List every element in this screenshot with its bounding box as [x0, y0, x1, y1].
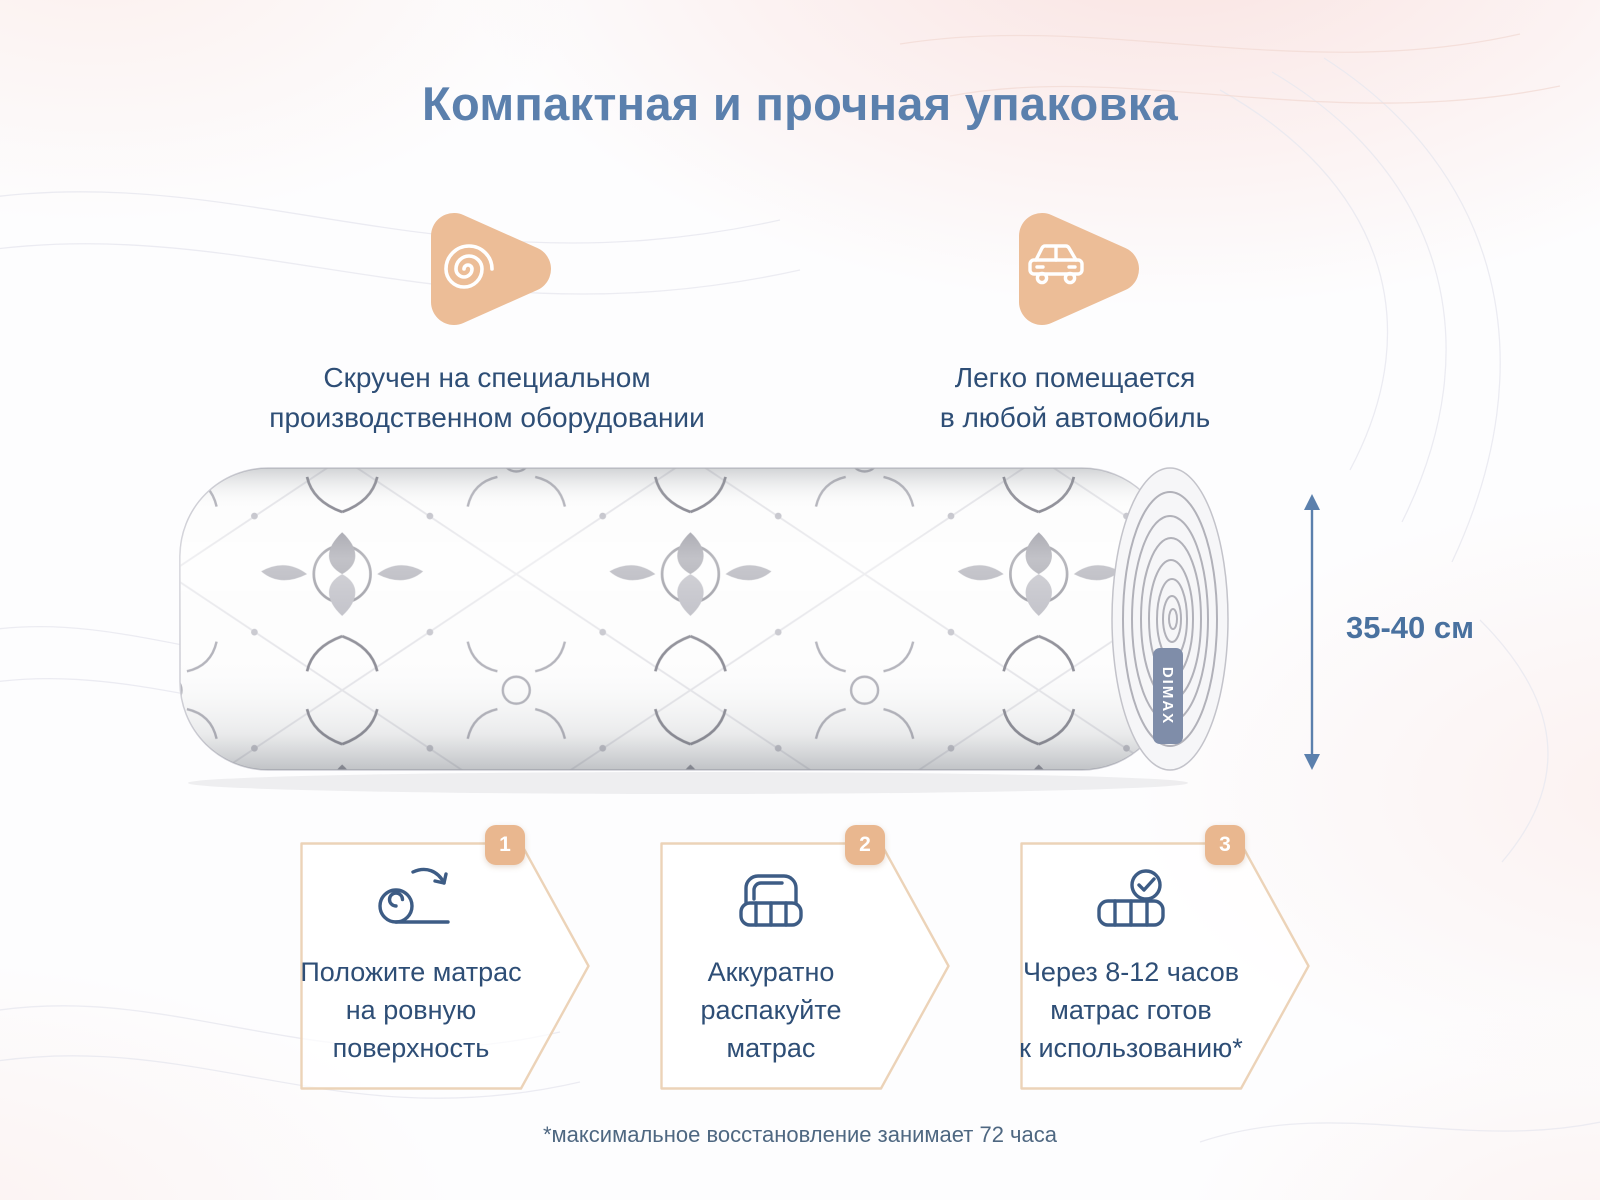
feature-text: Скручен на специальном производственном … [269, 362, 705, 433]
height-label: 35-40 см [1346, 610, 1475, 645]
step-number-badge: 1 [485, 825, 525, 865]
mattress-roll-spiral-end [1111, 467, 1229, 771]
step-chevron-outline [1020, 842, 1310, 1090]
step-2: 2 Аккуратно распакуйте матрас [660, 825, 950, 1090]
step-3: 3 Через 8-12 часов матрас готов к исполь… [1019, 825, 1310, 1090]
page-title: Компактная и прочная упаковка [421, 77, 1179, 130]
spiral-icon [431, 213, 551, 325]
feature-fits-in-car: Легко помещается в любой автомобиль [835, 194, 1315, 438]
step-text: Аккуратно распакуйте матрас [700, 957, 842, 1063]
car-icon [1019, 213, 1139, 325]
unpack-mattress-icon [739, 874, 803, 927]
step-chevron-outline [660, 842, 950, 1090]
step-1: 1 Положите матрас на ровную поверхность [300, 825, 590, 1090]
mattress-ready-icon [1097, 869, 1165, 927]
height-measurement: 35-40 см [1288, 492, 1518, 772]
mattress-roll-body [179, 467, 1171, 771]
unpacking-steps: 1 Положите матрас на ровную поверхность … [300, 825, 1312, 1094]
step-text: Через 8-12 часов матрас готов к использо… [1019, 957, 1243, 1063]
step-number-badge: 3 [1205, 825, 1245, 865]
brand-tag: DIMAX [1153, 648, 1183, 744]
vertical-double-arrow-icon [1304, 494, 1320, 770]
footnote: *максимальное восстановление занимает 72… [543, 1122, 1057, 1147]
unroll-mattress-icon [378, 867, 450, 924]
rolled-mattress-image: DIMAX [168, 458, 1238, 798]
step-chevron-outline [300, 842, 590, 1090]
brand-tag-label: DIMAX [1159, 667, 1176, 725]
feature-rolled-on-equipment: Скручен на специальном производственном … [247, 194, 727, 438]
step-number-badge: 2 [845, 825, 885, 865]
feature-text: Легко помещается в любой автомобиль [939, 362, 1211, 433]
mattress-shadow [188, 772, 1188, 794]
step-text: Положите матрас на ровную поверхность [300, 957, 522, 1063]
